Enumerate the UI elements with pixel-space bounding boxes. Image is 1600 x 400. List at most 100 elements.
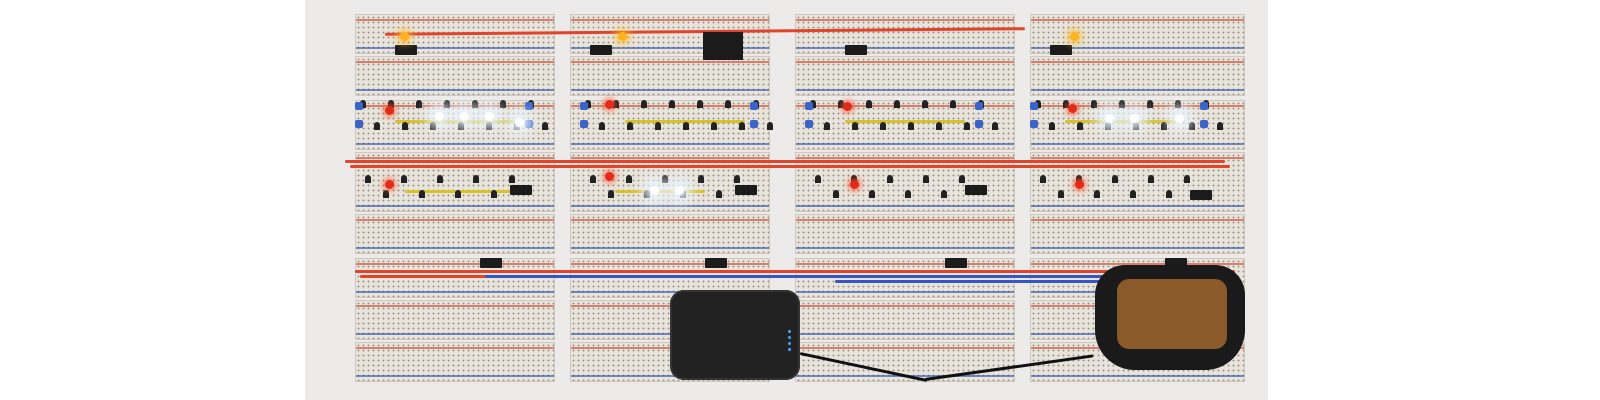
yellow-wire [395,120,515,123]
transistor [1161,122,1167,130]
potentiometer [355,120,363,128]
pcb-board [1117,279,1227,349]
transistor [1147,100,1153,108]
transistor [923,175,929,183]
transistor [360,100,366,108]
led [850,180,859,189]
transistor [402,122,408,130]
battery-led [788,342,791,345]
transistor [437,175,443,183]
ic-chip [945,258,967,268]
transistor [613,100,619,108]
transistor [509,175,515,183]
breadboard [795,214,1015,254]
transistor [365,175,371,183]
led [1075,180,1084,189]
transistor [1189,122,1195,130]
transistor [697,100,703,108]
potentiometer [1030,102,1038,110]
transistor [1148,175,1154,183]
transistor [1175,100,1181,108]
transistor [608,190,614,198]
transistor [416,100,422,108]
transistor [1049,122,1055,130]
transistor [1035,100,1041,108]
transistor [1040,175,1046,183]
transistor [1091,100,1097,108]
red-wire [345,160,1225,163]
transistor [739,122,745,130]
potentiometer [1200,102,1208,110]
transistor [669,100,675,108]
transistor [833,190,839,198]
transistor [869,190,875,198]
transistor [585,100,591,108]
transistor [1076,175,1082,183]
breadboard [795,300,1015,340]
transistor [959,175,965,183]
potentiometer [1030,120,1038,128]
led [1068,104,1077,113]
transistor [419,190,425,198]
transistor [1112,175,1118,183]
transistor [698,175,704,183]
potentiometer [750,120,758,128]
yellow-wire [845,120,965,123]
transistor [491,190,497,198]
transistor [815,175,821,183]
breadboard [355,258,555,298]
potentiometer [750,102,758,110]
yellow-wire [615,190,705,193]
ic-chip [1050,45,1072,55]
transistor [767,122,773,130]
led [618,32,627,41]
transistor [1166,190,1172,198]
potentiometer [805,102,813,110]
transistor [1063,100,1069,108]
lit-led [515,118,524,127]
lit-led [435,112,444,121]
breadboard [355,56,555,96]
transistor [500,100,506,108]
led [605,172,614,181]
ic-chip [590,45,612,55]
breadboard [355,300,555,340]
power-bank [670,290,800,380]
lit-led [1130,114,1139,123]
ic-chip [480,258,502,268]
transistor [725,100,731,108]
potentiometer [805,120,813,128]
controller-pcb [1095,265,1245,370]
breadboard [1030,56,1245,96]
transistor [852,122,858,130]
lit-led [650,186,659,195]
led [400,32,409,41]
potentiometer [525,120,533,128]
led [605,100,614,109]
yellow-wire [625,120,745,123]
transistor [473,175,479,183]
transistor [887,175,893,183]
transistor [1130,190,1136,198]
led [385,180,394,189]
transistor [1133,122,1139,130]
breadboard [1030,214,1245,254]
red-wire [350,165,1230,168]
transistor [905,190,911,198]
transistor [936,122,942,130]
ic-chip [705,258,727,268]
transistor [662,175,668,183]
transistor [941,190,947,198]
transistor [810,100,816,108]
transistor [1119,100,1125,108]
transistor [388,100,394,108]
transistor [1184,175,1190,183]
photo-background [305,0,1268,400]
transistor [1077,122,1083,130]
transistor [1058,190,1064,198]
lit-led [1105,114,1114,123]
led [385,106,394,115]
transistor [590,175,596,183]
transistor [599,122,605,130]
transistor [716,190,722,198]
